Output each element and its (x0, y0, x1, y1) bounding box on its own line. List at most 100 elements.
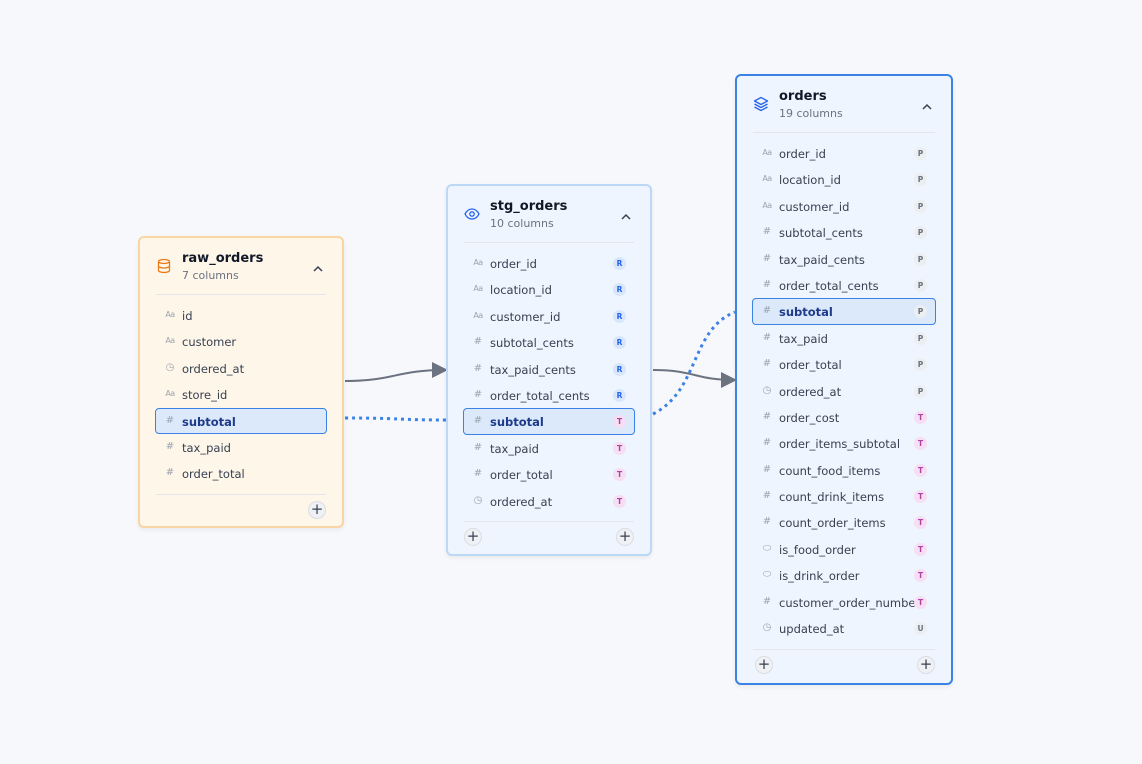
column-row[interactable]: ◷ordered_at (155, 355, 327, 381)
divider (753, 132, 935, 133)
database-icon (156, 258, 172, 274)
column-status-badge: T (914, 410, 927, 424)
column-name: tax_paid (182, 440, 231, 455)
layers-icon (753, 96, 769, 112)
column-status-badge: R (613, 388, 626, 402)
column-status-badge: P (914, 226, 927, 240)
column-status-badge: T (914, 490, 927, 504)
text-type-icon: Aa (165, 389, 175, 399)
column-status-badge: T (914, 595, 927, 609)
calendar-clock-icon: ◷ (762, 622, 772, 634)
divider (156, 294, 326, 295)
chevron-up-icon[interactable] (620, 208, 632, 220)
column-name: order_total_cents (779, 278, 879, 293)
hash-icon: # (473, 468, 483, 480)
text-type-icon: Aa (762, 174, 772, 184)
column-row[interactable]: #subtotal (155, 407, 327, 434)
hash-icon: # (762, 252, 772, 264)
column-name: ordered_at (490, 494, 553, 509)
hash-icon: # (473, 336, 483, 348)
column-status-badge: T (613, 415, 626, 429)
text-type-icon: Aa (762, 148, 772, 157)
column-name: order_items_subtotal (779, 437, 901, 452)
hash-icon: # (762, 305, 772, 317)
calendar-clock-icon: ◷ (165, 361, 175, 373)
add-column-button[interactable]: + (308, 501, 326, 519)
column-name: order_id (779, 147, 826, 161)
chevron-up-icon[interactable] (312, 260, 324, 272)
column-row[interactable]: #order_total (155, 460, 327, 486)
column-status-badge: R (613, 309, 626, 323)
column-status-badge: R (613, 257, 626, 270)
column-row[interactable]: #tax_paid (155, 434, 327, 460)
column-name: subtotal (779, 305, 833, 320)
add-upstream-button[interactable]: + (464, 528, 482, 546)
add-upstream-button[interactable]: + (755, 656, 773, 674)
divider (464, 521, 634, 522)
column-name: order_total (779, 358, 842, 373)
eye-icon (464, 206, 480, 222)
toggle-icon: ⬭ (762, 569, 772, 581)
add-downstream-button[interactable]: + (917, 656, 935, 674)
column-name: subtotal_cents (779, 226, 863, 241)
hash-icon: # (762, 595, 772, 607)
column-status-badge: R (613, 362, 626, 376)
node-header[interactable]: raw_orders 7 columns (140, 238, 342, 294)
column-row[interactable]: # subtotal_cents P (752, 219, 936, 245)
toggle-icon: ⬭ (762, 542, 772, 554)
hash-icon: # (762, 331, 772, 343)
column-status-badge: T (613, 441, 626, 455)
column-row[interactable]: # subtotal P (752, 298, 936, 325)
chevron-up-icon[interactable] (921, 98, 933, 110)
column-name: customer_id (490, 309, 561, 324)
edge-stg-to-orders (652, 369, 737, 388)
hash-icon: # (762, 516, 772, 528)
column-name: updated_at (779, 622, 845, 637)
add-downstream-button[interactable]: + (616, 528, 634, 546)
hash-icon: # (762, 226, 772, 238)
node-title: orders (779, 89, 827, 104)
column-name: tax_paid (779, 331, 828, 346)
column-link-stg-orders (652, 310, 736, 416)
column-status-badge: P (914, 305, 927, 319)
node-header[interactable]: stg_orders 10 columns (448, 186, 650, 242)
node-header[interactable]: orders 19 columns (737, 76, 951, 132)
text-type-icon: Aa (165, 336, 175, 346)
